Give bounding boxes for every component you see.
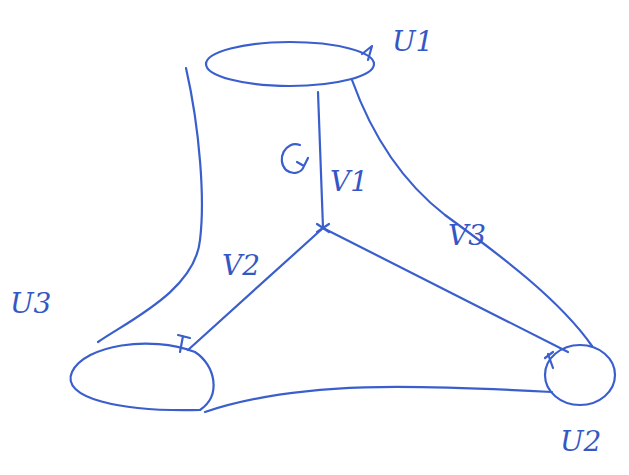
arc-line — [323, 228, 568, 352]
arc-label: V3 — [448, 222, 486, 250]
arc-line — [188, 228, 323, 350]
boundary-circle — [70, 344, 213, 411]
boundary-label: U1 — [392, 28, 433, 56]
orientation-mark — [362, 46, 372, 60]
surface-outline — [352, 80, 592, 346]
boundary-label: U3 — [10, 290, 51, 318]
surface-outline — [98, 68, 202, 342]
arc-label: V2 — [222, 252, 260, 280]
rotation-arrow — [282, 144, 308, 173]
centre-point — [317, 224, 329, 232]
boundary-circle — [545, 345, 615, 405]
orientation-mark — [545, 352, 553, 368]
arc-label: V1 — [330, 168, 368, 196]
surface-outline — [205, 387, 552, 412]
boundary-circle — [206, 42, 374, 86]
boundary-label: U2 — [560, 428, 601, 456]
arc-line — [318, 92, 323, 228]
